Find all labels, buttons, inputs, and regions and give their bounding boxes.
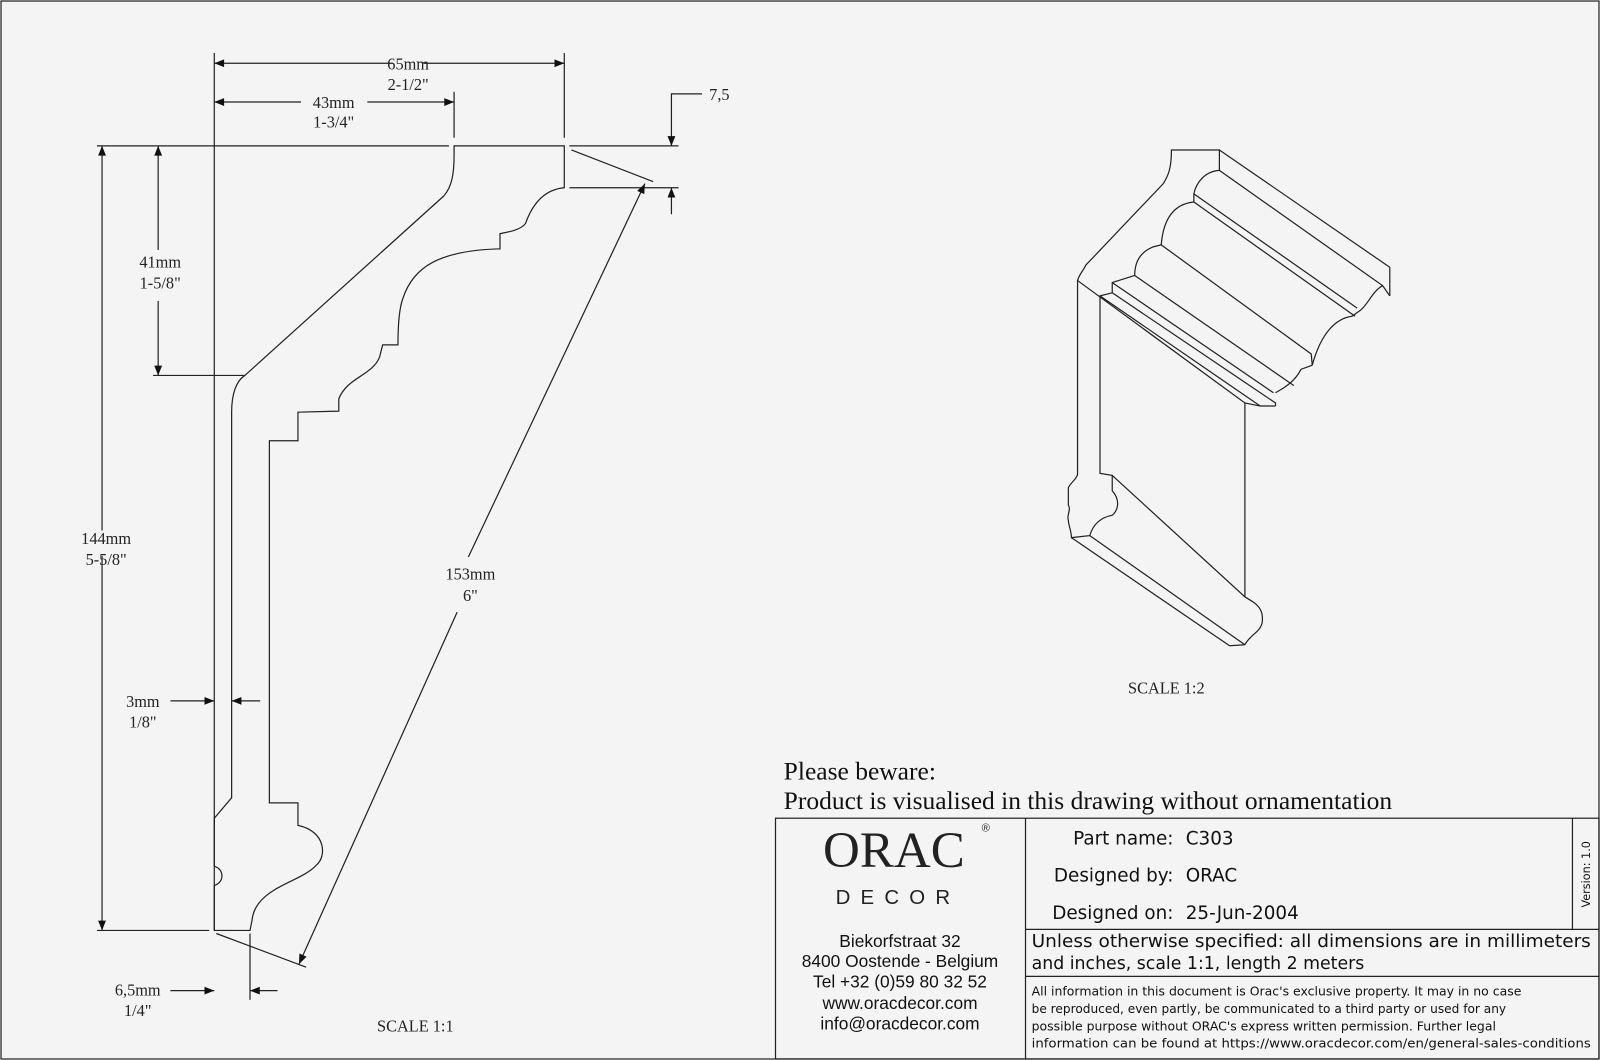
dim-width-total-mm: 65mm	[387, 54, 429, 73]
dim-upper-height-mm: 41mm	[139, 252, 181, 271]
spec-line-2: and inches, scale 1:1, length 2 meters	[1032, 954, 1365, 974]
profile-section	[213, 145, 565, 932]
dim-width-top-in: 1-3/4"	[313, 113, 354, 132]
title-block	[774, 817, 1600, 1060]
iso-scale: SCALE 1:2	[1128, 679, 1205, 698]
logo-decor: DECOR	[836, 887, 961, 909]
dim-offset: 7,5	[709, 85, 729, 104]
dim-wall-mm: 3mm	[126, 692, 160, 711]
dim-diagonal-in: 6"	[463, 586, 478, 605]
dim-total-height-in: 5-5/8"	[86, 550, 127, 569]
logo-registered-mark: ®	[982, 822, 991, 834]
notice-line-1: Please beware:	[784, 756, 936, 785]
dim-width-top-mm: 43mm	[313, 93, 355, 112]
address-phone: Tel +32 (0)59 80 32 52	[813, 972, 987, 992]
spec-line-1: Unless otherwise specified: all dimensio…	[1032, 932, 1591, 952]
dim-bottom-mm: 6,5mm	[115, 981, 161, 1000]
legal-line-1: All information in this document is Orac…	[1032, 985, 1522, 999]
address-city: 8400 Oostende - Belgium	[802, 951, 999, 971]
dim-diagonal-mm: 153mm	[445, 564, 495, 583]
dim-width-total-in: 2-1/2"	[388, 75, 429, 94]
address-street: Biekorfstraat 32	[839, 931, 960, 951]
designed-by-label: Designed by:	[1054, 865, 1174, 886]
part-name-label: Part name:	[1073, 829, 1173, 850]
legal-line-4: information can be found at https://www.…	[1032, 1037, 1591, 1051]
version: Version: 1.0	[1580, 841, 1593, 907]
profile-scale: SCALE 1:1	[377, 1016, 454, 1035]
address-email[interactable]: info@oracdecor.com	[820, 1013, 979, 1033]
isometric-view	[1067, 149, 1391, 647]
notice-line-2: Product is visualised in this drawing wi…	[784, 786, 1393, 815]
dimension-lines	[96, 53, 703, 1000]
dim-bottom-in: 1/4"	[124, 1001, 152, 1020]
dim-upper-height-in: 1-5/8"	[140, 274, 181, 293]
dim-wall-in: 1/8"	[129, 712, 157, 731]
logo-orac: ORAC	[823, 823, 965, 879]
part-name-value: C303	[1186, 829, 1234, 850]
legal-line-3: possible purpose without ORAC's express …	[1032, 1019, 1496, 1033]
company-address: Biekorfstraat 32 8400 Oostende - Belgium…	[802, 931, 999, 1034]
legal-line-2: be reproduced, even partly, be communica…	[1032, 1002, 1506, 1016]
address-website[interactable]: www.oracdecor.com	[821, 993, 977, 1013]
designed-on-label: Designed on:	[1052, 903, 1173, 924]
dim-total-height-mm: 144mm	[81, 529, 131, 548]
designed-on-value: 25-Jun-2004	[1186, 903, 1299, 924]
designed-by-value: ORAC	[1186, 865, 1238, 886]
